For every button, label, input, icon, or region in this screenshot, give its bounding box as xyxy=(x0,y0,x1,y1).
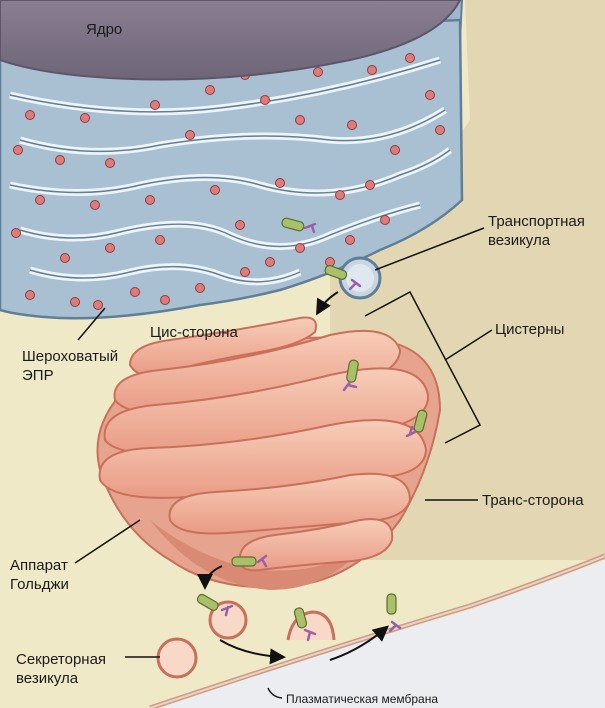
label-trans-side: Транс-сторона xyxy=(482,492,584,509)
cisterna-6 xyxy=(238,518,394,572)
label-cis-side: Цис-сторона xyxy=(150,324,238,341)
golgi-apparatus xyxy=(96,316,442,590)
transport-vesicle xyxy=(338,256,382,300)
label-cisternae: Цистерны xyxy=(495,321,565,338)
label-golgi-apparatus: Аппарат Гольджи xyxy=(10,557,69,593)
nucleus xyxy=(0,0,462,81)
ribosomes xyxy=(11,53,445,310)
glycans xyxy=(220,222,417,642)
label-nucleus: Ядро xyxy=(86,21,123,38)
label-rough-er: Шероховатый ЭПР xyxy=(22,348,119,384)
label-transport-vesicle: Транспортная везикула xyxy=(488,213,585,249)
extracellular-space xyxy=(160,560,605,708)
label-plasma-membrane: Плазматическая мембрана xyxy=(286,692,439,706)
cargo-proteins xyxy=(196,217,428,629)
secretory-vesicle xyxy=(156,637,198,679)
rough-er xyxy=(0,0,464,320)
label-secretory-vesicle: Секреторная везикула xyxy=(16,651,107,687)
process-arrows xyxy=(197,291,390,665)
callout-lines xyxy=(74,227,493,699)
cisterna-5 xyxy=(168,472,412,535)
vesicle-budding-1 xyxy=(208,600,248,640)
